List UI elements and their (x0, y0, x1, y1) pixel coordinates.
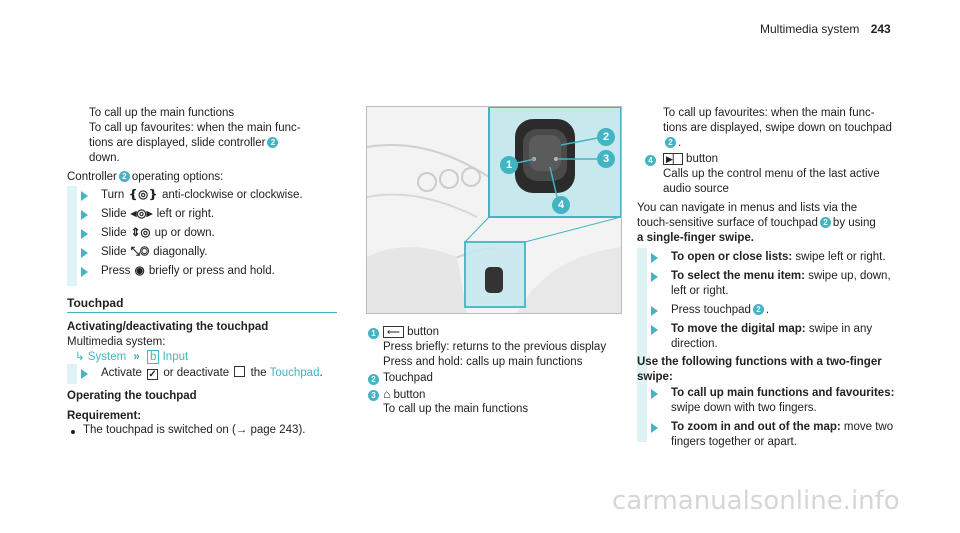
step-arrow-icon (651, 423, 658, 433)
path-input-link[interactable]: Input (162, 351, 189, 363)
legend-2-title: Touchpad (383, 372, 433, 384)
ms-label: Multimedia system: (67, 336, 166, 348)
nav-line: a single-finger swipe. (637, 232, 754, 244)
option-slide-diag: Slide ⤡◎ diagonally. (101, 246, 208, 258)
legend-1-line: Press briefly: returns to the previous d… (383, 341, 607, 353)
step-zoom-cont: fingers together or apart. (671, 436, 797, 448)
legend-1-title: ⟵ button (383, 325, 439, 340)
step-lists: To open or close lists: swipe left or ri… (671, 251, 886, 263)
two-finger-heading: Use the following functions with a two-f… (637, 356, 882, 368)
running-header: Multimedia system 243 (760, 22, 891, 37)
step-map: To move the digital map: swipe in any (671, 323, 873, 335)
option-press: Press ◉ briefly or press and hold. (101, 265, 275, 277)
slide-up-down-icon: ⇕◎ (130, 227, 151, 239)
nav-line: You can navigate in menus and lists via … (637, 202, 858, 214)
step-arrow-icon (651, 253, 658, 263)
option-slide-lr: Slide ◂◎▸ left or right. (101, 208, 215, 220)
heading-rule (67, 312, 337, 313)
bullet (71, 430, 75, 434)
two-finger-heading-cont: swipe: (637, 371, 673, 383)
step-main-functions: To call up main functions and favourites… (671, 387, 895, 399)
step-arrow-icon (651, 325, 658, 335)
back-icon: ⟵ (383, 326, 404, 338)
requirement-text: The touchpad is switched on (→ page 243)… (83, 424, 306, 436)
page-number: 243 (870, 22, 891, 36)
step-bar (637, 248, 647, 442)
text-line: To call up favourites: when the main fun… (89, 122, 301, 134)
step-bar (67, 364, 77, 384)
legend-num-3: 3 (368, 390, 379, 401)
path-system-link[interactable]: System (87, 351, 127, 363)
legend-1-line: Press and hold: calls up main functions (383, 356, 583, 368)
step-arrow-icon (81, 369, 88, 379)
option-turn: Turn ❴◎❵ anti-clockwise or clockwise. (101, 189, 303, 201)
callout-badge: 2 (267, 137, 279, 149)
press-icon: ◉ (134, 265, 145, 277)
touchpad-link[interactable]: Touchpad (269, 367, 320, 379)
legend-4-line: Calls up the control menu of the last ac… (663, 168, 880, 180)
step-arrow-icon (81, 267, 88, 277)
text-line: To call up favourites: when the main fun… (663, 107, 875, 119)
step-main-functions-cont: swipe down with two fingers. (671, 402, 817, 414)
activate-step: Activate ✓ or deactivate the Touchpad. (101, 366, 323, 380)
step-zoom: To zoom in and out of the map: move two (671, 421, 894, 433)
requirement-heading: Requirement: (67, 410, 142, 422)
legend-3-line: To call up the main functions (383, 403, 529, 415)
text-line: tions are displayed, swipe down on touch… (663, 122, 892, 134)
option-slide-ud: Slide ⇕◎ up or down. (101, 227, 215, 239)
figure-callout-4: 4 (552, 196, 570, 214)
input-icon: b (147, 350, 160, 364)
checkbox-empty-icon (234, 366, 246, 377)
section-heading-touchpad: Touchpad (67, 296, 124, 310)
slide-diagonal-icon: ⤡◎ (130, 246, 150, 258)
step-arrow-icon (81, 229, 88, 239)
touchpad-figure: 1 2 3 4 (366, 106, 622, 314)
legend-3-title: ⌂ button (383, 387, 426, 401)
step-arrow-icon (651, 389, 658, 399)
step-arrow-icon (81, 191, 88, 201)
legend-num-4: 4 (645, 155, 656, 166)
home-icon: ⌂ (383, 387, 391, 401)
figure-callout-3: 3 (597, 150, 615, 168)
path-separator-icon: » (133, 351, 140, 363)
legend-num-1: 1 (368, 328, 379, 339)
step-bar (67, 186, 77, 286)
step-arrow-icon (651, 272, 658, 282)
step-arrow-icon (81, 210, 88, 220)
subheading-operating: Operating the touchpad (67, 390, 197, 402)
legend-4-title: ▶▏ button (663, 152, 718, 167)
legend-num-2: 2 (368, 374, 379, 385)
text-line: down. (89, 152, 120, 164)
figure-callout-1: 1 (500, 156, 518, 174)
figure-illustration (367, 107, 621, 313)
watermark: carmanualsonline.info (612, 486, 900, 516)
checkbox-checked-icon: ✓ (147, 369, 159, 380)
subheading-activating: Activating/deactivating the touchpad (67, 321, 269, 333)
rotate-icon: ❴◎❵ (128, 189, 158, 201)
text-line: To call up the main functions (89, 107, 235, 119)
slide-left-right-icon: ◂◎▸ (130, 208, 153, 220)
skip-forward-icon: ▶▏ (663, 153, 683, 165)
step-map-cont: direction. (671, 338, 718, 350)
step-select-cont: left or right. (671, 285, 729, 297)
step-arrow-icon (81, 248, 88, 258)
legend-4-line: audio source (663, 183, 729, 195)
step-select: To select the menu item: swipe up, down, (671, 270, 891, 282)
figure-callout-2: 2 (597, 128, 615, 146)
menu-path: ↳ System » b Input (75, 350, 188, 365)
path-arrow-icon: ↳ (75, 351, 85, 363)
text-line: 2. (663, 136, 681, 151)
section-title: Multimedia system (760, 22, 860, 36)
step-arrow-icon (651, 306, 658, 316)
